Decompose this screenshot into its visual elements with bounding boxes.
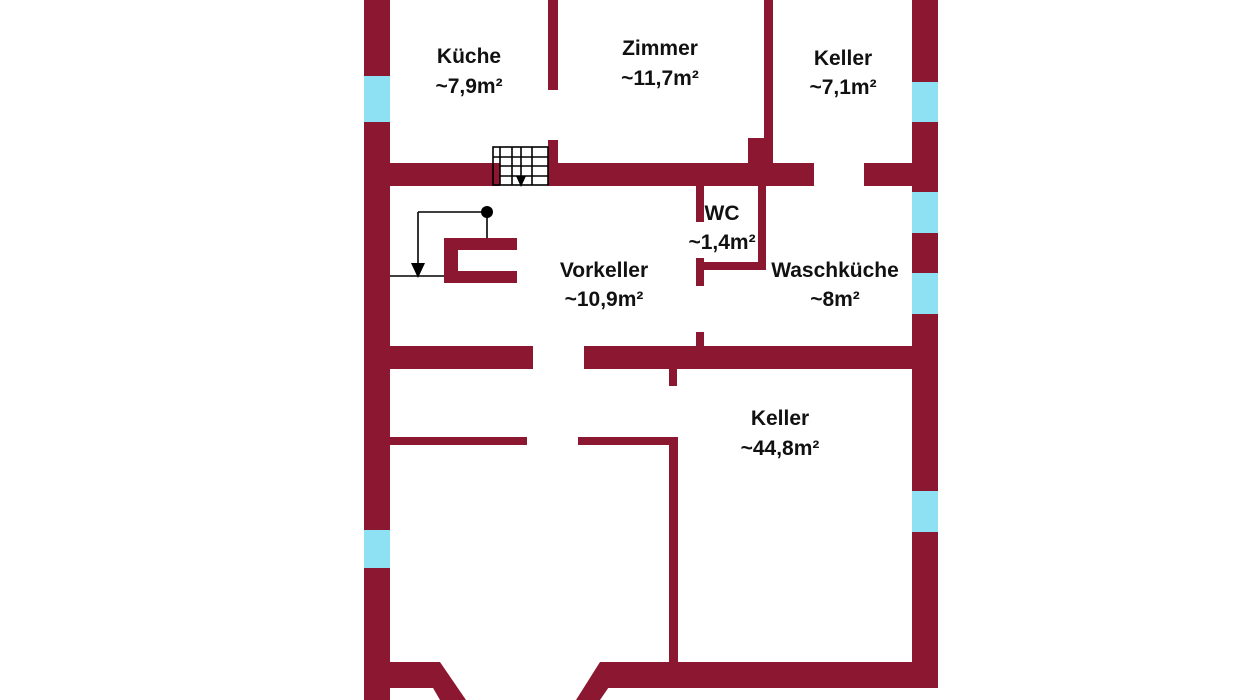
- walls: [364, 0, 938, 700]
- room-name-kueche: Küche: [437, 45, 501, 68]
- room-name-zimmer: Zimmer: [622, 37, 698, 60]
- window: [912, 491, 938, 532]
- room-area-keller-big: ~44,8m²: [741, 437, 820, 460]
- window: [912, 192, 938, 233]
- room-area-waschkueche: ~8m²: [810, 288, 860, 311]
- room-name-keller-top: Keller: [814, 47, 872, 70]
- room-area-wc: ~1,4m²: [688, 231, 755, 254]
- room-area-kueche: ~7,9m²: [435, 75, 502, 98]
- room-name-keller-big: Keller: [751, 407, 809, 430]
- room-labels: Küche ~7,9m² Zimmer ~11,7m² Keller ~7,1m…: [435, 37, 898, 460]
- room-area-keller-top: ~7,1m²: [809, 76, 876, 99]
- chimney-icon: [444, 238, 517, 283]
- room-name-wc: WC: [705, 202, 740, 225]
- staircase-icon: [492, 146, 549, 187]
- room-name-vorkeller: Vorkeller: [560, 259, 648, 282]
- window: [912, 82, 938, 122]
- window: [364, 76, 390, 122]
- room-area-vorkeller: ~10,9m²: [565, 288, 644, 311]
- window: [912, 273, 938, 314]
- windows: [364, 76, 938, 568]
- room-area-zimmer: ~11,7m²: [621, 67, 699, 90]
- room-name-waschkueche: Waschküche: [771, 259, 899, 282]
- stair-arrow-icon: [390, 206, 493, 278]
- window: [364, 530, 390, 568]
